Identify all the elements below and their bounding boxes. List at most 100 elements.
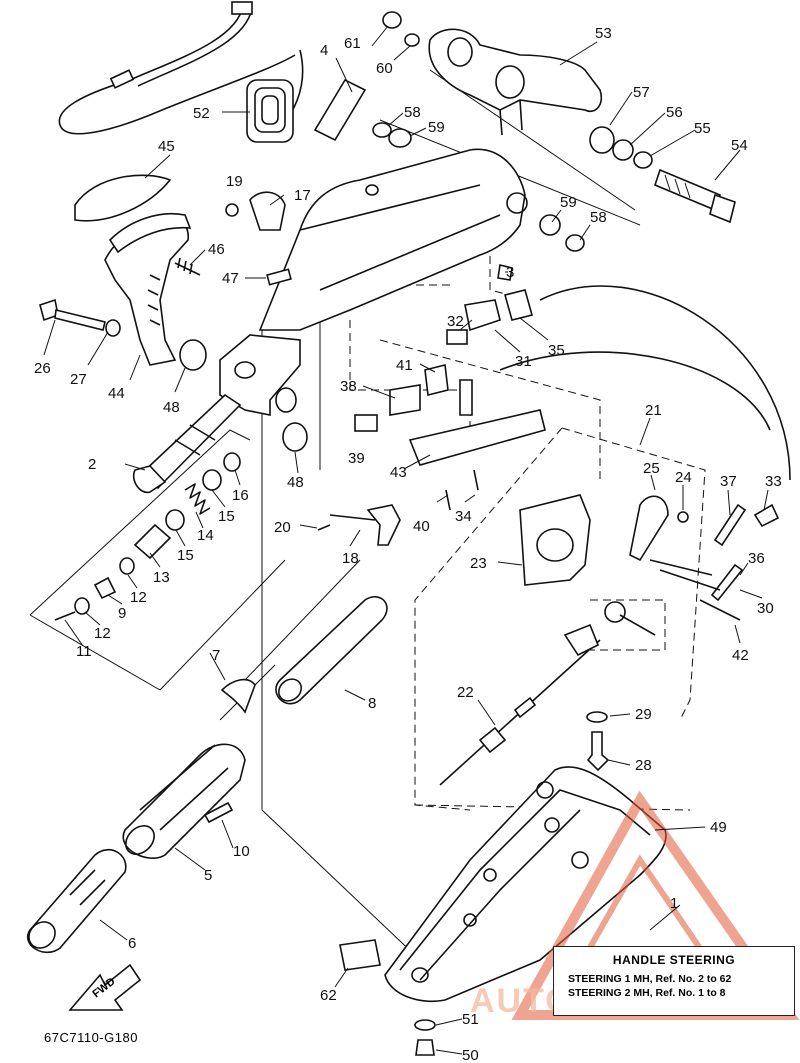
joint-30: [710, 563, 744, 602]
callout-55: 55: [694, 120, 711, 137]
grip-8: [275, 596, 388, 705]
spring-14: [184, 483, 211, 515]
callout-14: 14: [197, 527, 214, 544]
holder-41: [424, 364, 449, 396]
callout-labels: 1 2 3 4 5 6 7 8 9 10 11 12 12 13 14 15 1…: [34, 25, 782, 1063]
nut-19: [225, 203, 239, 217]
callout-6: 6: [128, 935, 136, 952]
label-sticker-4: [313, 78, 367, 142]
legend-box: HANDLE STEERING STEERING 1 MH, Ref. No. …: [553, 946, 795, 1016]
callout-12a: 12: [94, 625, 111, 642]
leader-lines: [43, 25, 769, 1055]
callout-7: 7: [212, 647, 220, 664]
callout-38: 38: [340, 378, 357, 395]
callout-19: 19: [226, 173, 243, 190]
cover-45: [74, 174, 172, 222]
ring-15b: [165, 509, 185, 531]
pin-11: [54, 611, 76, 621]
callout-53: 53: [595, 25, 612, 42]
washer-60: [404, 33, 420, 47]
nut-61: [382, 11, 402, 29]
callout-33: 33: [765, 473, 782, 490]
legend-row-1: STEERING 1 MH, Ref. No. 2 to 62: [568, 973, 732, 985]
callout-52: 52: [193, 105, 210, 122]
holder-35: [504, 289, 533, 321]
bolt-54: [589, 126, 736, 224]
steering-bracket-arm: [258, 148, 528, 331]
plate-47: [266, 268, 292, 286]
bushing-48-lower: [282, 422, 308, 452]
washer-12b: [74, 597, 90, 615]
callout-28: 28: [635, 757, 652, 774]
callout-30: 30: [757, 600, 774, 617]
sticker-7: [220, 678, 256, 714]
washer-51: [414, 1019, 436, 1031]
callout-49: 49: [710, 819, 727, 836]
block-39: [354, 414, 378, 432]
callout-27: 27: [70, 371, 87, 388]
callout-10: 10: [233, 843, 250, 860]
friction-piece-17: [249, 191, 286, 231]
callout-43: 43: [390, 464, 407, 481]
screw-46: [174, 257, 201, 276]
callout-17: 17: [294, 187, 311, 204]
callout-9: 9: [118, 605, 126, 622]
bushing-59-right: [539, 214, 561, 236]
callout-58b: 58: [590, 209, 607, 226]
swivel-bracket-53: [382, 11, 603, 136]
plate-43: [408, 409, 546, 466]
lever-25: [629, 495, 669, 562]
callout-50: 50: [462, 1047, 479, 1063]
callout-34: 34: [455, 508, 472, 525]
bolt-28: [586, 731, 610, 772]
callout-2: 2: [88, 456, 96, 473]
callout-12b: 12: [130, 589, 147, 606]
callout-4: 4: [320, 42, 328, 59]
bracket-38: [389, 384, 421, 416]
bushing-48-left: [179, 339, 207, 371]
screw-10: [203, 801, 234, 824]
callout-48b: 48: [287, 474, 304, 491]
callout-13: 13: [153, 569, 170, 586]
friction-knob-18: [366, 504, 401, 546]
callout-46: 46: [208, 241, 225, 258]
callout-32: 32: [447, 313, 464, 330]
ring-24: [677, 511, 689, 523]
callout-15a: 15: [218, 508, 235, 525]
fwd-arrow: FWD: [68, 963, 142, 1011]
callout-44: 44: [108, 385, 125, 402]
callout-59a: 59: [428, 119, 445, 136]
friction-bolt-18: [329, 514, 376, 521]
callout-24: 24: [675, 469, 692, 486]
callout-23: 23: [470, 555, 487, 572]
throttle-shaft-2: [132, 393, 242, 494]
callout-16: 16: [232, 487, 249, 504]
callout-21: 21: [645, 402, 662, 419]
clip-9: [93, 576, 117, 600]
callout-40: 40: [413, 518, 430, 535]
washer-27: [105, 319, 121, 337]
callout-57: 57: [633, 84, 650, 101]
diagram-code: 67C7110-G180: [44, 1030, 138, 1045]
callout-37: 37: [720, 473, 737, 490]
switch-62: [339, 939, 381, 971]
tube-13: [133, 523, 172, 560]
shift-assembly: [499, 285, 791, 621]
callout-20: 20: [274, 519, 291, 536]
callout-41: 41: [396, 357, 413, 374]
callout-8: 8: [368, 695, 376, 712]
cable-holders: [354, 264, 546, 511]
bushing-59-top: [388, 128, 412, 148]
clip-33: [753, 503, 780, 528]
callout-56: 56: [666, 104, 683, 121]
tiller-head: [179, 334, 308, 452]
callout-45: 45: [158, 138, 175, 155]
callout-3: 3: [506, 264, 514, 281]
bolt-50: [415, 1039, 435, 1056]
shift-rod-22: [439, 601, 656, 786]
callout-15b: 15: [177, 547, 194, 564]
washer-12a: [119, 557, 135, 575]
callout-58a: 58: [404, 104, 421, 121]
callout-61: 61: [344, 35, 361, 52]
handle-grip-44: [104, 212, 192, 366]
